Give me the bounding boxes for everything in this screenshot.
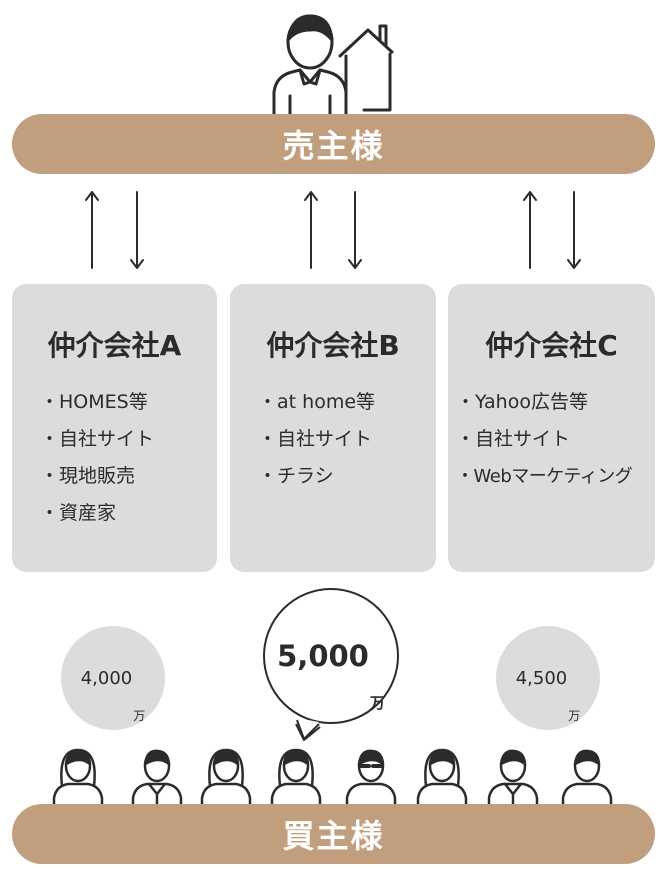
offer-amount: 5,000 bbox=[277, 639, 369, 673]
offer-amount: 4,000 bbox=[80, 667, 133, 689]
offer-bubble-b: 5,000 万 bbox=[263, 588, 399, 724]
buyer-person-icon bbox=[270, 748, 322, 810]
list-item: 自社サイト bbox=[40, 421, 154, 458]
buyer-person-icon bbox=[345, 749, 397, 810]
agency-name: 仲介会社C bbox=[485, 329, 618, 362]
buyer-person-icon bbox=[52, 748, 104, 810]
buyer-person-icon bbox=[487, 749, 539, 810]
list-item: チラシ bbox=[258, 458, 375, 495]
arrow-up-icon bbox=[523, 191, 537, 269]
agency-name: 仲介会社A bbox=[47, 329, 182, 362]
seller-bar: 売主様 bbox=[12, 114, 655, 174]
offer-unit: 万 bbox=[369, 694, 385, 712]
seller-label: 売主様 bbox=[282, 127, 385, 165]
agency-card-b: 仲介会社B at home等 自社サイト チラシ bbox=[230, 284, 436, 572]
seller-with-house-icon bbox=[272, 14, 394, 116]
agency-channel-list: Yahoo広告等 自社サイト Webマーケティング bbox=[456, 384, 633, 495]
buyer-bar: 買主様 bbox=[12, 804, 655, 864]
agency-channel-list: HOMES等 自社サイト 現地販売 資産家 bbox=[40, 384, 154, 532]
buyer-person-icon bbox=[416, 748, 468, 810]
arrow-up-icon bbox=[304, 191, 318, 269]
agency-name: 仲介会社B bbox=[266, 329, 400, 362]
list-item: at home等 bbox=[258, 384, 375, 421]
list-item: HOMES等 bbox=[40, 384, 154, 421]
list-item: 自社サイト bbox=[456, 421, 632, 458]
list-item: 資産家 bbox=[40, 495, 154, 532]
arrow-down-icon bbox=[348, 191, 362, 269]
buyer-person-icon bbox=[200, 748, 252, 810]
list-item: 自社サイト bbox=[258, 421, 375, 458]
arrow-up-icon bbox=[85, 191, 99, 269]
agency-channel-list: at home等 自社サイト チラシ bbox=[258, 384, 375, 495]
buyer-label: 買主様 bbox=[282, 817, 385, 855]
agency-card-c: 仲介会社C Yahoo広告等 自社サイト Webマーケティング bbox=[448, 284, 655, 572]
offer-bubble-a: 4,000 万 bbox=[61, 626, 165, 730]
offer-amount: 4,500 bbox=[515, 667, 568, 689]
list-item: Webマーケティング bbox=[456, 458, 633, 495]
arrow-down-icon bbox=[567, 191, 581, 269]
offer-unit: 万 bbox=[133, 709, 146, 723]
agency-card-a: 仲介会社A HOMES等 自社サイト 現地販売 資産家 bbox=[12, 284, 217, 572]
list-item: 現地販売 bbox=[40, 458, 154, 495]
list-item: Yahoo広告等 bbox=[456, 384, 632, 421]
offer-unit: 万 bbox=[568, 709, 581, 723]
buyer-person-icon bbox=[561, 749, 613, 810]
buyer-person-icon bbox=[131, 749, 183, 810]
arrow-down-icon bbox=[130, 191, 144, 269]
offer-bubble-c: 4,500 万 bbox=[496, 626, 600, 730]
buyer-group-icon bbox=[52, 748, 613, 810]
